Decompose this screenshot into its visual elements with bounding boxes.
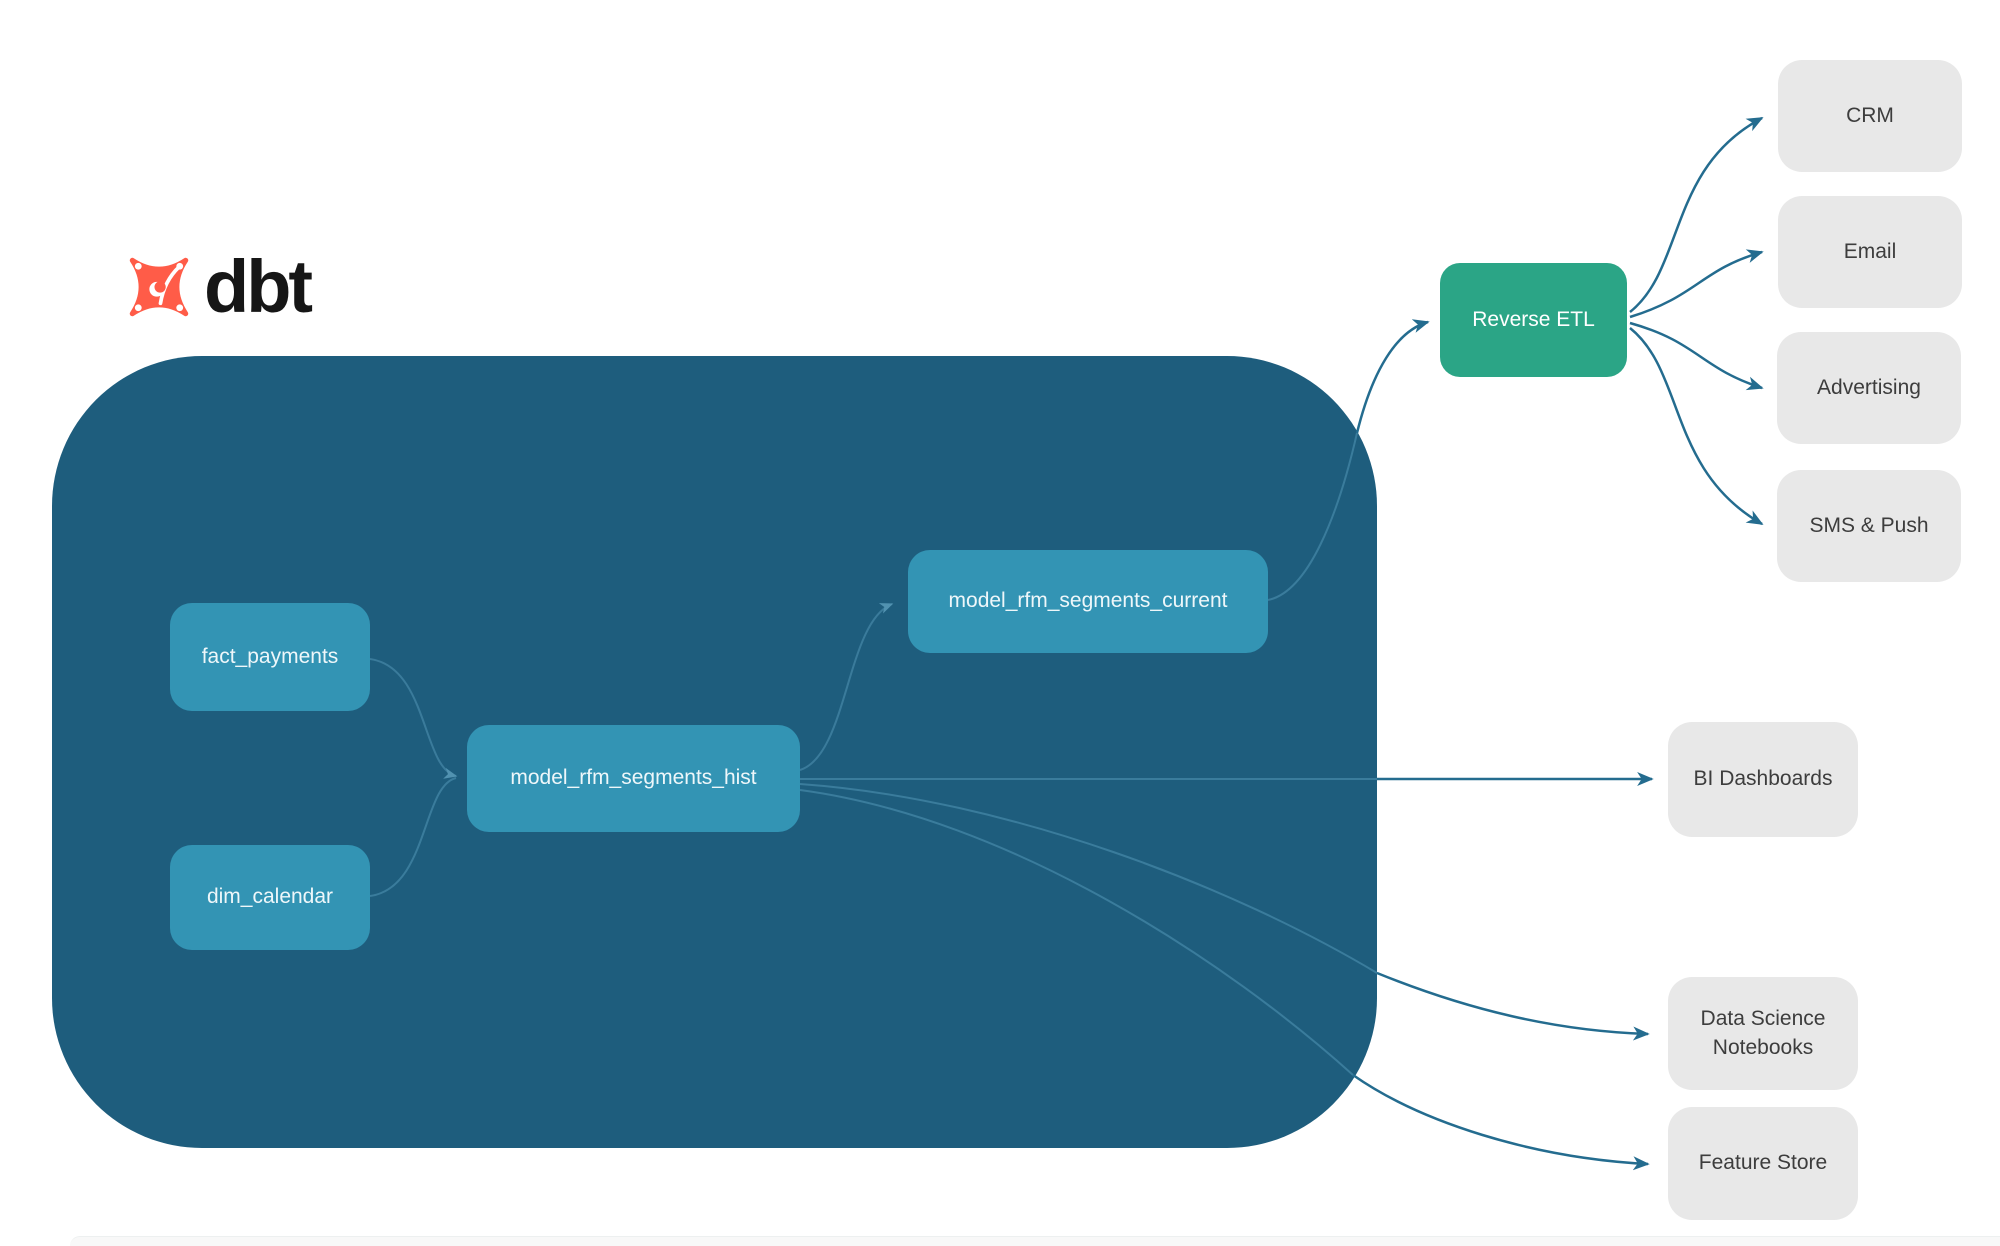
bottom-strip xyxy=(70,1236,2000,1246)
edge-reverse-etl-to-sms-push xyxy=(1629,327,1764,526)
edge-dim-calendar-to-hist xyxy=(369,777,457,897)
node-crm: CRM xyxy=(1778,60,1962,172)
node-label: CRM xyxy=(1846,103,1894,127)
node-reverse-etl: Reverse ETL xyxy=(1440,263,1627,377)
edge-fact-payments-to-hist xyxy=(369,658,458,779)
edge-current-to-reverse-etl xyxy=(1355,319,1430,434)
edge-hist-to-feature-store-inside xyxy=(799,789,1354,1076)
dbt-logo: dbt xyxy=(122,245,313,328)
edge-reverse-etl-to-crm xyxy=(1629,116,1764,313)
node-label: BI Dashboards xyxy=(1693,767,1833,791)
node-advertising: Advertising xyxy=(1777,332,1961,444)
node-label: SMS & Push xyxy=(1809,513,1929,537)
node-fact-payments: fact_payments xyxy=(170,603,370,711)
node-data-science-notebooks: Data Science Notebooks xyxy=(1668,977,1858,1090)
node-label: dim_calendar xyxy=(206,885,334,909)
node-bi-dashboards: BI Dashboards xyxy=(1668,722,1858,837)
node-sms-push: SMS & Push xyxy=(1777,470,1961,582)
node-label: model_rfm_segments_hist xyxy=(510,766,757,790)
edge-hist-to-feature-store xyxy=(1352,1073,1650,1171)
node-email: Email xyxy=(1778,196,1962,308)
edge-hist-to-data-science-inside xyxy=(799,783,1378,974)
edge-hist-to-current xyxy=(799,603,894,771)
edge-current-to-reverse-etl-inside xyxy=(1267,432,1358,601)
node-dim-calendar: dim_calendar xyxy=(170,845,370,950)
dbt-star-icon xyxy=(129,257,189,317)
node-model-rfm-segments-current: model_rfm_segments_current xyxy=(908,550,1268,653)
edge-hist-to-data-science xyxy=(1376,971,1650,1041)
node-label: Data Science Notebooks xyxy=(1700,1007,1826,1059)
node-model-rfm-segments-hist: model_rfm_segments_hist xyxy=(467,725,800,832)
edge-reverse-etl-to-email xyxy=(1629,249,1764,319)
node-feature-store: Feature Store xyxy=(1668,1107,1858,1220)
node-label: fact_payments xyxy=(201,644,339,668)
node-label: Email xyxy=(1843,239,1897,263)
node-label: Reverse ETL xyxy=(1472,307,1595,331)
dbt-logo-text: dbt xyxy=(204,245,313,328)
node-label: Advertising xyxy=(1817,375,1921,399)
node-label: Feature Store xyxy=(1698,1151,1828,1175)
edge-reverse-etl-to-advertising xyxy=(1629,321,1764,391)
node-label: model_rfm_segments_current xyxy=(948,589,1228,613)
